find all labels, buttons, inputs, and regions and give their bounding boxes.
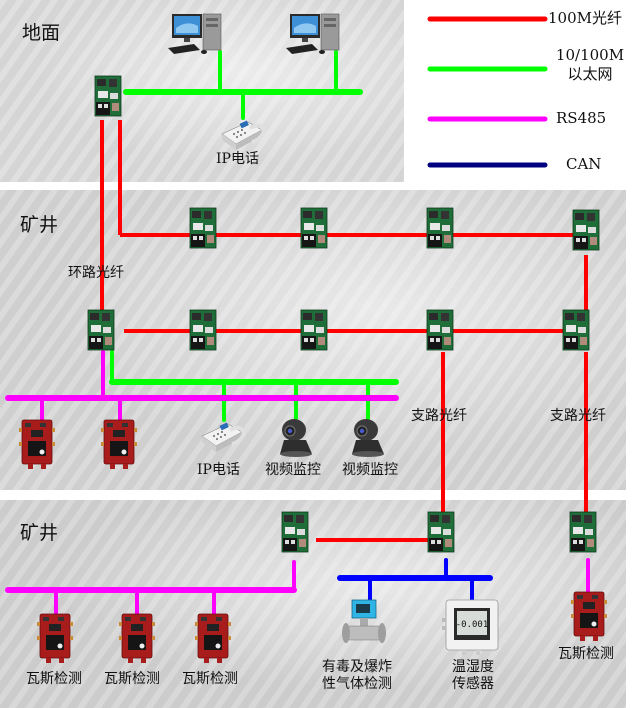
- ground-ip-phone-label: IP电话: [216, 151, 259, 167]
- gas-detector-icon: [570, 591, 608, 642]
- switch-icon: [562, 309, 590, 351]
- legend-label-ethernet: 10/100M 以太网: [550, 46, 630, 84]
- gas-label-1: 瓦斯检测: [26, 671, 82, 687]
- legend-label-ethernet-line1: 10/100M: [555, 46, 625, 64]
- switch-icon: [281, 511, 309, 553]
- legend-label-rs485: RS485: [556, 109, 607, 127]
- switch-nodes: [87, 75, 600, 553]
- display-reading: -0.001: [456, 620, 489, 630]
- ground-switch-icon: [94, 75, 122, 117]
- legend-label-ethernet-line2: 以太网: [567, 65, 613, 83]
- computer-icon: [285, 13, 340, 55]
- video-camera-icon: [351, 418, 385, 458]
- gas-detector-icon: [194, 613, 232, 664]
- ip-phone-icon: [220, 118, 266, 152]
- branch-fiber-label-2: 支路光纤: [550, 408, 606, 424]
- switch-icon: [300, 309, 328, 351]
- ground-zone-label: 地面: [22, 22, 61, 44]
- video-camera-icon: [279, 418, 313, 458]
- gas-detector-icon: [118, 613, 156, 664]
- temp-humidity-label-line2: 传感器: [452, 676, 494, 692]
- toxic-gas-label-line2: 性气体检测: [322, 676, 392, 692]
- temp-humidity-label-line1: 温湿度: [452, 659, 494, 675]
- branch-fiber-label-1: 支路光纤: [411, 408, 467, 424]
- mine-lower-zone-panel: [0, 500, 626, 708]
- switch-icon: [300, 207, 328, 249]
- can-lines: [337, 558, 493, 602]
- switch-icon: [572, 209, 600, 251]
- switch-icon: [569, 511, 597, 553]
- mine-lower-zone-label: 矿井: [20, 522, 59, 544]
- mine-upper-zone-label: 矿井: [20, 214, 59, 236]
- gas-detector-icon: [100, 419, 138, 470]
- legend-label-fiber: 100M光纤: [548, 9, 622, 27]
- right-gas-label: 瓦斯检测: [558, 646, 614, 662]
- legend-label-can: CAN: [566, 155, 602, 173]
- camera-label-1: 视频监控: [265, 462, 321, 478]
- gas-label-2: 瓦斯检测: [104, 671, 160, 687]
- switch-icon: [427, 511, 455, 553]
- gas-label-3: 瓦斯检测: [182, 671, 238, 687]
- gas-detector-icon: [36, 613, 74, 664]
- toxic-gas-label-line1: 有毒及爆炸: [322, 659, 392, 675]
- temp-humidity-sensor-icon: -0.001: [442, 599, 499, 655]
- camera-label-2: 视频监控: [342, 462, 398, 478]
- computer-icon: [167, 13, 222, 55]
- temp-humidity-label: 温湿度 传感器: [452, 659, 494, 693]
- switch-icon: [426, 207, 454, 249]
- switch-icon: [189, 207, 217, 249]
- mine-ip-phone-label: IP电话: [197, 462, 240, 478]
- switch-icon: [87, 309, 115, 351]
- ring-fiber-label: 环路光纤: [68, 265, 124, 281]
- toxic-gas-label: 有毒及爆炸 性气体检测: [322, 659, 392, 693]
- switch-icon: [426, 309, 454, 351]
- toxic-gas-detector-icon: [342, 599, 386, 643]
- rs485-lines: [5, 350, 590, 616]
- ip-phone-icon: [200, 420, 246, 454]
- legend-lines: [427, 16, 548, 168]
- gas-detector-icon: [18, 419, 56, 470]
- switch-icon: [189, 309, 217, 351]
